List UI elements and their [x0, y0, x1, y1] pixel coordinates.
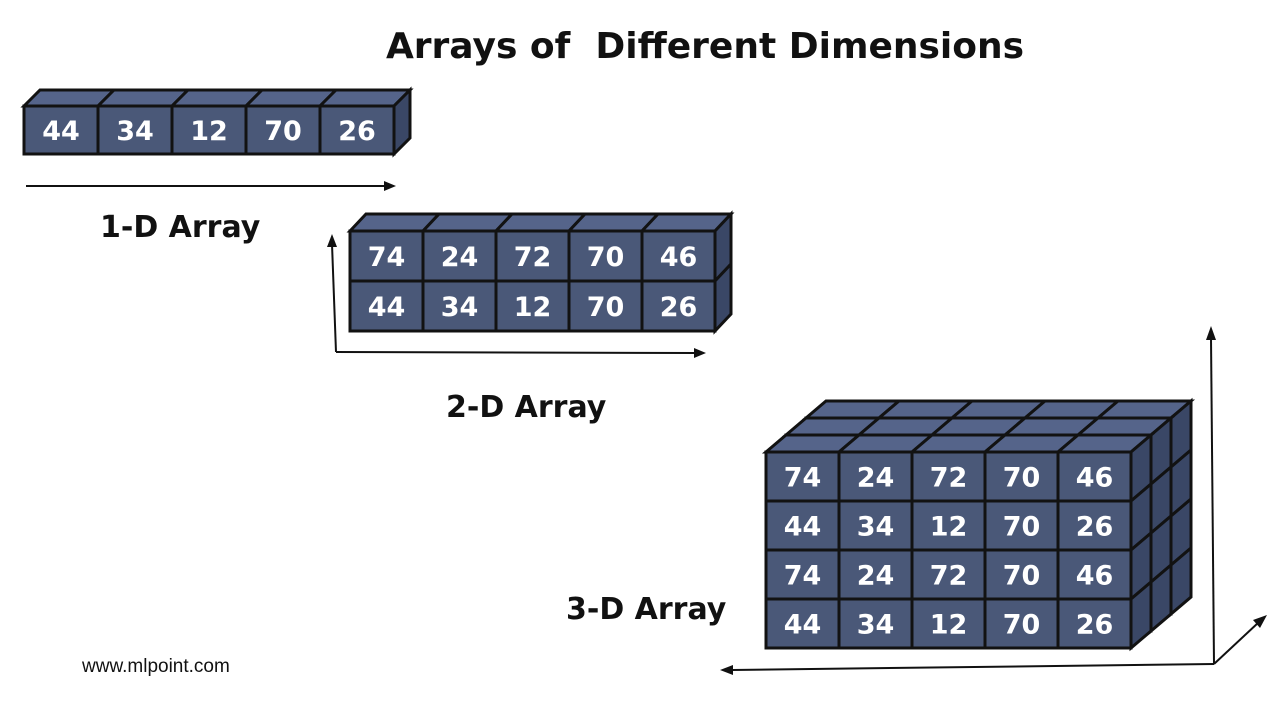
- array-3d-cell: [837, 597, 914, 650]
- page-title: Arrays of Different Dimensions: [385, 26, 1025, 67]
- array-3d-cell: [983, 597, 1060, 650]
- array-1d-cell-value: 12: [190, 116, 228, 147]
- axis-3d-y: [1206, 326, 1216, 665]
- website-url: www.mlpoint.com: [82, 656, 230, 677]
- array-3d-cell-value: 26: [1076, 610, 1114, 641]
- array-3d-cell: [837, 450, 914, 503]
- array-2d-cell-value: 26: [660, 292, 698, 323]
- array-3d-cell: [1056, 597, 1133, 650]
- axis-3d-z: [1213, 615, 1267, 665]
- array-2d-cell: [567, 229, 644, 283]
- axis-2d-y: [327, 234, 337, 353]
- array-3d-cell: [1056, 450, 1133, 503]
- array-2d-cell: [348, 279, 425, 333]
- array-1d-cell-value: 70: [264, 116, 302, 147]
- array-3d-cell: [1056, 499, 1133, 552]
- label-2d-array: 2-D Array: [446, 390, 607, 425]
- array-3d-cell-value: 34: [857, 610, 895, 641]
- axis-2d-x: [335, 348, 706, 358]
- array-3d-cell-value: 72: [930, 463, 968, 494]
- array-3d-cell: [983, 548, 1060, 601]
- array-3d-cell: [764, 597, 841, 650]
- array-3d-cell: [764, 499, 841, 552]
- array-3d-cell-value: 46: [1076, 561, 1114, 592]
- array-3d-cell: [1056, 548, 1133, 601]
- array-3d-cell-value: 24: [857, 463, 895, 494]
- label-1d-array: 1-D Array: [100, 210, 261, 245]
- array-2d-cell: [640, 229, 717, 283]
- array-1d-cell-value: 34: [116, 116, 154, 147]
- array-3d-cell-value: 24: [857, 561, 895, 592]
- array-2d-cell: [494, 279, 571, 333]
- array-3d-cell-value: 44: [784, 512, 822, 543]
- array-3d-cell-value: 70: [1003, 561, 1041, 592]
- array-3d-cell-value: 74: [784, 463, 822, 494]
- array-2d-cell-value: 24: [441, 242, 479, 273]
- array-3d-cell-value: 72: [930, 561, 968, 592]
- array-3d-cell-value: 12: [930, 512, 968, 543]
- array-3d-cell-value: 12: [930, 610, 968, 641]
- array-2d-cell-value: 70: [587, 292, 625, 323]
- array-1d-cell: [170, 104, 248, 156]
- array-1d-grid: 44 34 12 70 26: [20, 86, 414, 158]
- array-1d-cell: [96, 104, 174, 156]
- array-2d-cell: [421, 279, 498, 333]
- array-3d-cell: [910, 450, 987, 503]
- array-2d-grid: 74 24 72 70 46 44 34 12 70 26: [346, 210, 735, 335]
- array-2d-cell-value: 74: [368, 242, 406, 273]
- array-1d-cell-value: 44: [42, 116, 80, 147]
- array-2d-cell: [494, 229, 571, 283]
- array-3d-cell-value: 44: [784, 610, 822, 641]
- array-2d-cell: [640, 279, 717, 333]
- array-3d-cell-value: 34: [857, 512, 895, 543]
- array-3d-cell-value: 70: [1003, 610, 1041, 641]
- array-2d-cell-value: 12: [514, 292, 552, 323]
- axis-1d-x: [26, 181, 396, 191]
- array-3d-cell: [837, 499, 914, 552]
- array-3d-cell-value: 26: [1076, 512, 1114, 543]
- array-2d-cell-value: 44: [368, 292, 406, 323]
- array-2d-cell-value: 34: [441, 292, 479, 323]
- array-3d-cell-value: 70: [1003, 463, 1041, 494]
- array-1d-cell-value: 26: [338, 116, 376, 147]
- array-2d-cell-value: 46: [660, 242, 698, 273]
- array-1d-cell: [22, 104, 100, 156]
- array-3d-grid: 74 24 72 70 46 44 34 12 70 26 74 24 72 70 46 44 34 12 70 26…: [761, 397, 1196, 652]
- axis-3d-x: [720, 663, 1215, 675]
- array-2d-cell-value: 70: [587, 242, 625, 273]
- array-3d-cell-value: 46: [1076, 463, 1114, 494]
- array-2d-cell-value: 72: [514, 242, 552, 273]
- array-3d-cell: [910, 548, 987, 601]
- array-1d-cell: [318, 104, 396, 156]
- array-3d-cell-value: 74: [784, 561, 822, 592]
- label-3d-array: 3-D Array: [566, 592, 727, 627]
- array-3d-cell-value: 70: [1003, 512, 1041, 543]
